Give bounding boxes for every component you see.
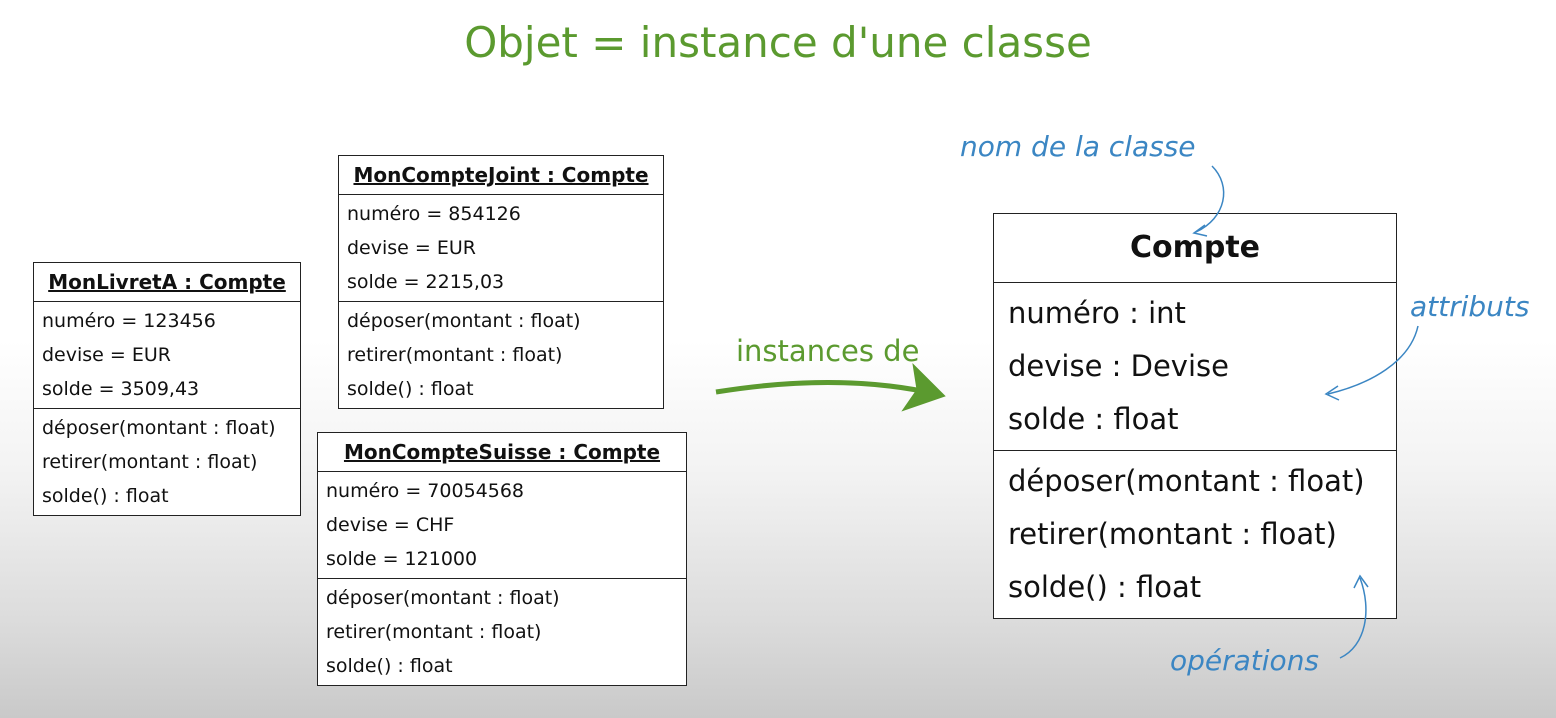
attribute-row: devise = EUR	[347, 237, 476, 259]
attribute-row: numéro = 854126	[347, 203, 521, 225]
object-box-moncomptesuisse: MonCompteSuisse : Compte numéro = 700545…	[317, 432, 687, 686]
class-attributes-section: numéro : int devise : Devise solde : flo…	[994, 283, 1396, 451]
operation-row: déposer(montant : float)	[326, 587, 560, 609]
attribute-row: solde = 121000	[326, 548, 478, 570]
annotation-instances: instances de	[736, 334, 920, 368]
class-operations-section: déposer(montant : float) retirer(montant…	[994, 451, 1396, 618]
class-attribute-row: solde : float	[1008, 402, 1179, 436]
operation-row: solde() : float	[326, 655, 453, 677]
operations-section: déposer(montant : float) retirer(montant…	[339, 302, 663, 408]
class-name-pointer-arrow	[1192, 165, 1225, 237]
attribute-row: numéro = 123456	[42, 310, 216, 332]
attribute-row: solde = 3509,43	[42, 378, 200, 400]
operation-row: solde() : float	[42, 485, 169, 507]
operation-row: déposer(montant : float)	[347, 310, 581, 332]
attribute-row: numéro = 70054568	[326, 480, 525, 502]
object-box-monlivreta: MonLivretA : Compte numéro = 123456 devi…	[33, 262, 301, 516]
attributes-section: numéro = 70054568 devise = CHF solde = 1…	[318, 472, 686, 579]
object-header: MonCompteSuisse : Compte	[318, 433, 686, 472]
operation-row: solde() : float	[347, 378, 474, 400]
operation-row: retirer(montant : float)	[326, 621, 542, 643]
attributes-pointer-arrow	[1324, 325, 1419, 401]
operations-pointer-arrow	[1339, 574, 1369, 659]
annotation-class-name: nom de la classe	[960, 130, 1196, 163]
class-attribute-row: devise : Devise	[1008, 349, 1229, 383]
attributes-section: numéro = 123456 devise = EUR solde = 350…	[34, 302, 300, 409]
class-operation-row: déposer(montant : float)	[1008, 464, 1365, 498]
object-header: MonCompteJoint : Compte	[339, 156, 663, 195]
operation-row: retirer(montant : float)	[347, 344, 563, 366]
class-operation-row: solde() : float	[1008, 570, 1202, 604]
operation-row: déposer(montant : float)	[42, 417, 276, 439]
object-box-moncomptejoint: MonCompteJoint : Compte numéro = 854126 …	[338, 155, 664, 409]
class-name: Compte	[994, 214, 1396, 283]
class-box-compte: Compte numéro : int devise : Devise sold…	[993, 213, 1397, 619]
attribute-row: solde = 2215,03	[347, 271, 505, 293]
attribute-row: devise = CHF	[326, 514, 455, 536]
page-title: Objet = instance d'une classe	[464, 18, 1092, 67]
class-attribute-row: numéro : int	[1008, 296, 1186, 330]
object-header: MonLivretA : Compte	[34, 263, 300, 302]
operations-section: déposer(montant : float) retirer(montant…	[318, 579, 686, 685]
attribute-row: devise = EUR	[42, 344, 171, 366]
annotation-attributes: attributs	[1410, 290, 1530, 323]
operations-section: déposer(montant : float) retirer(montant…	[34, 409, 300, 515]
attributes-section: numéro = 854126 devise = EUR solde = 221…	[339, 195, 663, 302]
instances-arrow	[715, 362, 946, 412]
annotation-operations: opérations	[1170, 644, 1320, 677]
class-operation-row: retirer(montant : float)	[1008, 517, 1337, 551]
operation-row: retirer(montant : float)	[42, 451, 258, 473]
